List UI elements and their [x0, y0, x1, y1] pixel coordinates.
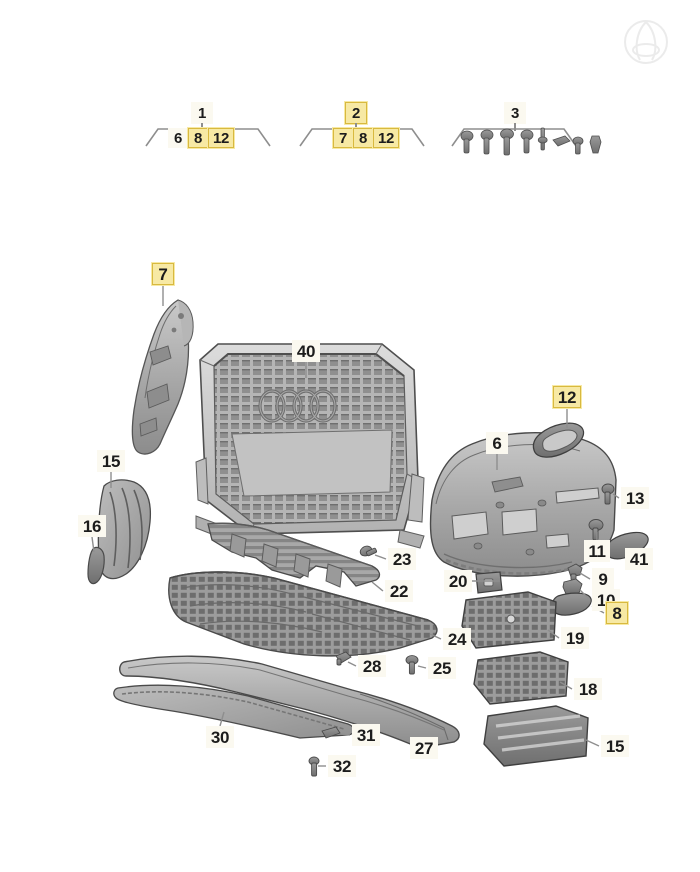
part-32-screw — [308, 756, 320, 777]
part-13-screw — [601, 483, 615, 505]
part-28-clip — [335, 651, 352, 666]
part-25-screw — [405, 655, 419, 675]
part-12-oval-seal — [532, 422, 585, 458]
part-20-retainer — [475, 571, 503, 594]
group-2-header[interactable]: 2 — [345, 102, 367, 124]
callout-15-left[interactable]: 15 — [97, 450, 125, 472]
callout-11[interactable]: 11 — [584, 540, 610, 562]
callout-32[interactable]: 32 — [328, 755, 356, 777]
fastener-icons — [460, 127, 602, 156]
group-1-member-6[interactable]: 6 — [168, 128, 188, 148]
part-19-right-grille-upper — [461, 591, 557, 649]
brand-watermark-icon — [624, 20, 668, 64]
group-1-member-8[interactable]: 8 — [188, 128, 208, 148]
callout-27[interactable]: 27 — [410, 737, 438, 759]
callout-28[interactable]: 28 — [358, 655, 386, 677]
part-15-right-grille-lower — [483, 705, 589, 767]
part-30-lower-trim-strip — [113, 684, 355, 739]
callout-31[interactable]: 31 — [352, 724, 380, 746]
part-22-upper-crossmember — [207, 522, 381, 588]
group-1-member-12[interactable]: 12 — [208, 128, 234, 148]
part-6-bumper-cover — [429, 432, 617, 577]
group-3-leader — [514, 123, 516, 131]
callout-20[interactable]: 20 — [444, 570, 472, 592]
callout-12[interactable]: 12 — [553, 386, 581, 408]
part-18-right-grille-middle — [473, 651, 569, 705]
callout-23[interactable]: 23 — [388, 548, 416, 570]
callout-6[interactable]: 6 — [486, 432, 508, 454]
callout-25[interactable]: 25 — [428, 657, 456, 679]
callout-30[interactable]: 30 — [206, 726, 234, 748]
group-3-header[interactable]: 3 — [504, 102, 526, 124]
part-10-bracket — [562, 578, 583, 595]
callout-41[interactable]: 41 — [625, 548, 653, 570]
part-24-under-shield — [168, 571, 438, 657]
part-31-clip — [321, 726, 341, 739]
callout-16[interactable]: 16 — [78, 515, 106, 537]
group-1-header[interactable]: 1 — [191, 102, 213, 124]
callout-15-right[interactable]: 15 — [601, 735, 629, 757]
callout-18[interactable]: 18 — [574, 678, 602, 700]
callout-8[interactable]: 8 — [606, 602, 628, 624]
part-9-holder — [567, 563, 583, 581]
part-15-left-air-duct — [97, 479, 152, 580]
callout-40[interactable]: 40 — [292, 340, 320, 362]
part-40-radiator-grille — [195, 343, 425, 553]
part-11-clip — [588, 519, 604, 541]
callout-13[interactable]: 13 — [621, 487, 649, 509]
part-8-tow-hook-cover — [551, 592, 592, 616]
group-2-member-12[interactable]: 12 — [373, 128, 399, 148]
part-23-screw — [359, 545, 377, 557]
callout-19[interactable]: 19 — [561, 627, 589, 649]
group-2-member-8[interactable]: 8 — [353, 128, 373, 148]
part-7-bracket — [131, 299, 194, 455]
callout-24[interactable]: 24 — [443, 628, 471, 650]
part-16-left-trim — [87, 546, 105, 585]
callout-22[interactable]: 22 — [385, 580, 413, 602]
callout-7[interactable]: 7 — [152, 263, 174, 285]
callout-9[interactable]: 9 — [592, 568, 614, 590]
group-2-member-7[interactable]: 7 — [333, 128, 353, 148]
